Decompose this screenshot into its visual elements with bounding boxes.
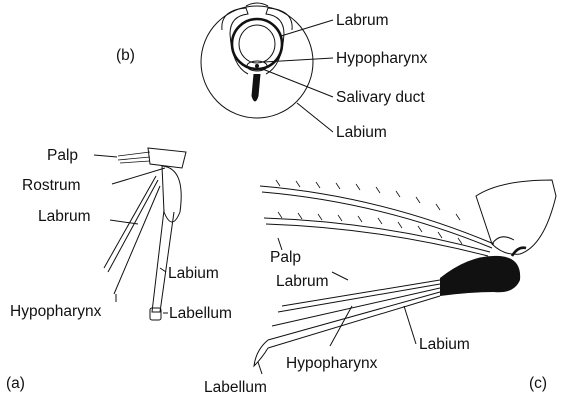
label-c-hypopharynx: Hypopharynx [286, 355, 378, 372]
head-suture-c [492, 237, 514, 244]
leader-b-salivary-duct [260, 68, 333, 97]
salivary-duct-lumen [255, 64, 259, 68]
panel-b-cross-section: Labrum Hypopharynx Salivary duct Labium … [116, 3, 428, 141]
label-b-salivary-duct: Salivary duct [336, 89, 425, 106]
leader-c-labellum [258, 362, 262, 374]
panel-c-tag: (c) [529, 375, 547, 392]
labrum-stylet-a [108, 180, 158, 272]
leader-a-labium [160, 268, 166, 272]
label-a-hypopharynx: Hypopharynx [10, 303, 102, 320]
label-c-palp: Palp [270, 249, 301, 266]
panel-a-tag: (a) [6, 375, 25, 392]
label-c-labrum: Labrum [276, 273, 329, 290]
leader-a-labrum [110, 220, 138, 224]
label-c-labium: Labium [419, 336, 470, 353]
leader-a-palp [94, 155, 117, 157]
palp-a [118, 152, 150, 163]
labium-a [152, 210, 174, 312]
panel-c-mouthparts: Palp Labrum Labium Hypopharynx Labellum … [204, 180, 556, 396]
label-a-labellum: Labellum [169, 305, 232, 322]
label-a-labium: Labium [168, 265, 219, 282]
head-capsule-c [476, 180, 556, 254]
panel-b-tag: (b) [116, 47, 135, 64]
labium-median-stem [252, 74, 260, 101]
labellum-c [254, 340, 268, 366]
label-a-labrum: Labrum [38, 208, 91, 225]
leader-b-labium [297, 103, 333, 132]
label-b-hypopharynx: Hypopharynx [336, 50, 428, 67]
labium-outline-b [201, 6, 313, 118]
leader-c-labrum [332, 272, 348, 280]
leader-c-labium [404, 306, 416, 344]
head-capsule-a [148, 148, 186, 168]
label-c-labellum: Labellum [204, 379, 267, 396]
palp-c-bristles [276, 180, 462, 244]
palp-c-lower [264, 218, 490, 252]
leader-b-hypopharynx [264, 58, 333, 62]
food-canal [239, 25, 275, 63]
rostrum-c [440, 256, 520, 296]
hypopharynx-stylet-a [114, 186, 160, 294]
panel-a-mouthparts: Palp Rostrum Labrum Labium Hypopharynx L… [6, 147, 232, 392]
label-b-labium: Labium [336, 124, 387, 141]
leader-b-labrum [281, 20, 333, 36]
labellum-a [150, 308, 161, 320]
label-b-labrum: Labrum [336, 12, 389, 29]
label-a-rostrum: Rostrum [22, 177, 81, 194]
rostrum-a [162, 166, 181, 222]
labrum-stylet-a-2 [104, 176, 156, 268]
label-a-palp: Palp [47, 147, 78, 164]
